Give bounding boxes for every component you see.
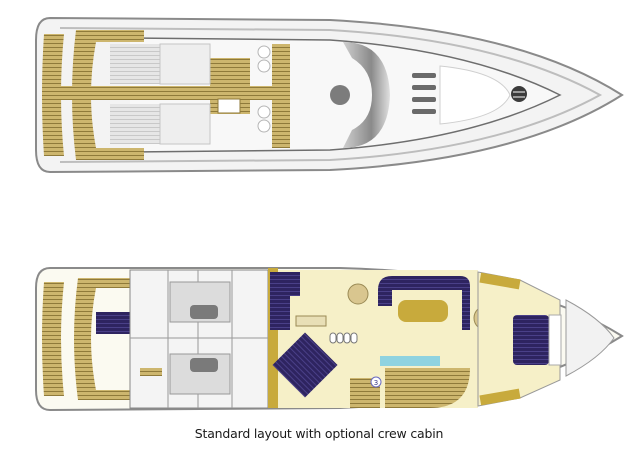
stairs [329, 332, 358, 344]
galley-teak [385, 368, 470, 408]
forward-berth [513, 315, 549, 365]
swim-platform-teak [42, 34, 64, 156]
forward-hatch [439, 65, 511, 125]
sunpad [110, 44, 160, 84]
plan-caption: Standard layout with optional crew cabin [194, 426, 444, 441]
dinette-sofa [378, 276, 470, 330]
anchor-locker-icon [511, 86, 527, 102]
stair-number: 3 [374, 379, 378, 387]
helm-wheel [330, 85, 350, 105]
armchair [272, 332, 338, 398]
helm-seats [257, 45, 271, 133]
saloon-sofa [270, 272, 300, 330]
dining-table [398, 300, 448, 322]
foredeck-vents [412, 73, 436, 114]
aft-deck-teak [72, 30, 144, 160]
aft-sofa [96, 312, 138, 334]
flybridge-deck-plan [35, 16, 624, 174]
engine-icons [190, 305, 218, 372]
forepeak [565, 299, 615, 377]
windscreen [343, 42, 390, 148]
stair-number-marker [370, 376, 382, 388]
accommodation-deck-plan: 3 [35, 267, 624, 412]
table [217, 98, 241, 114]
pool-counter [380, 356, 440, 366]
